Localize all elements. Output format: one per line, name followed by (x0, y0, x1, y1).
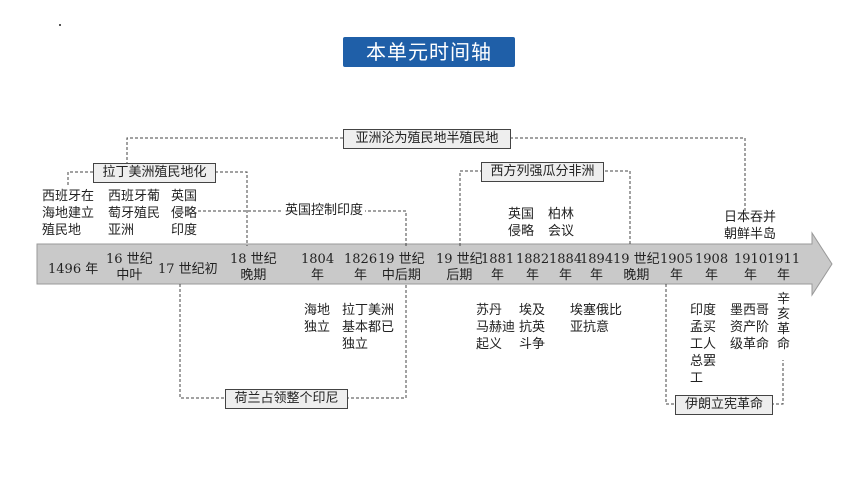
event-label-above: 柏林会议 (548, 207, 575, 239)
africa-box: 西方列强瓜分非洲 (481, 162, 604, 182)
axis-label: 17 世纪初 (158, 262, 218, 277)
axis-label: 1496 年 (48, 262, 99, 277)
iran-box: 伊朗立宪革命 (675, 395, 773, 415)
axis-label: 19 世纪晚期 (613, 252, 660, 283)
event-label-below: 苏丹马赫迪起义 (476, 303, 516, 352)
asia-bracket (126, 137, 746, 212)
netherlands-box: 荷兰占领整个印尼 (225, 389, 348, 409)
africa-bracket (459, 170, 631, 246)
india-control-bracket (198, 210, 407, 246)
event-label-below: 印度孟买工人总罢工 (690, 303, 717, 386)
event-label-below: 埃塞俄比亚抗意 (570, 303, 623, 335)
event-label-above: 英国侵略印度 (171, 189, 198, 238)
page-title: 本单元时间轴 (343, 37, 515, 67)
axis-label: 16 世纪中叶 (106, 252, 153, 283)
event-label-above: 西班牙葡萄牙殖民亚洲 (108, 189, 161, 238)
axis-label: 19 世纪中后期 (378, 252, 425, 283)
axis-label: 18 世纪晚期 (230, 252, 277, 283)
event-label-above: 英国侵略 (508, 207, 535, 239)
india-control-label: 英国控制印度 (283, 203, 366, 219)
axis-label: 19 世纪后期 (436, 252, 483, 283)
event-label-above: 日本吞并朝鲜半岛 (724, 210, 777, 242)
asia-box: 亚洲沦为殖民地半殖民地 (343, 129, 511, 149)
stray-dot (59, 24, 61, 26)
event-label-below: 墨西哥资产阶级革命 (730, 303, 770, 352)
event-label-below: 辛亥革命 (777, 292, 791, 352)
event-label-below: 拉丁美洲基本都已独立 (342, 303, 395, 352)
timeline-axis-arrow (36, 231, 833, 297)
event-label-above: 西班牙在海地建立殖民地 (42, 189, 95, 238)
iran-bracket (665, 284, 784, 405)
latin-america-box: 拉丁美洲殖民地化 (93, 163, 216, 183)
event-label-below: 埃及抗英斗争 (519, 303, 546, 352)
event-label-below: 海地独立 (304, 303, 331, 335)
